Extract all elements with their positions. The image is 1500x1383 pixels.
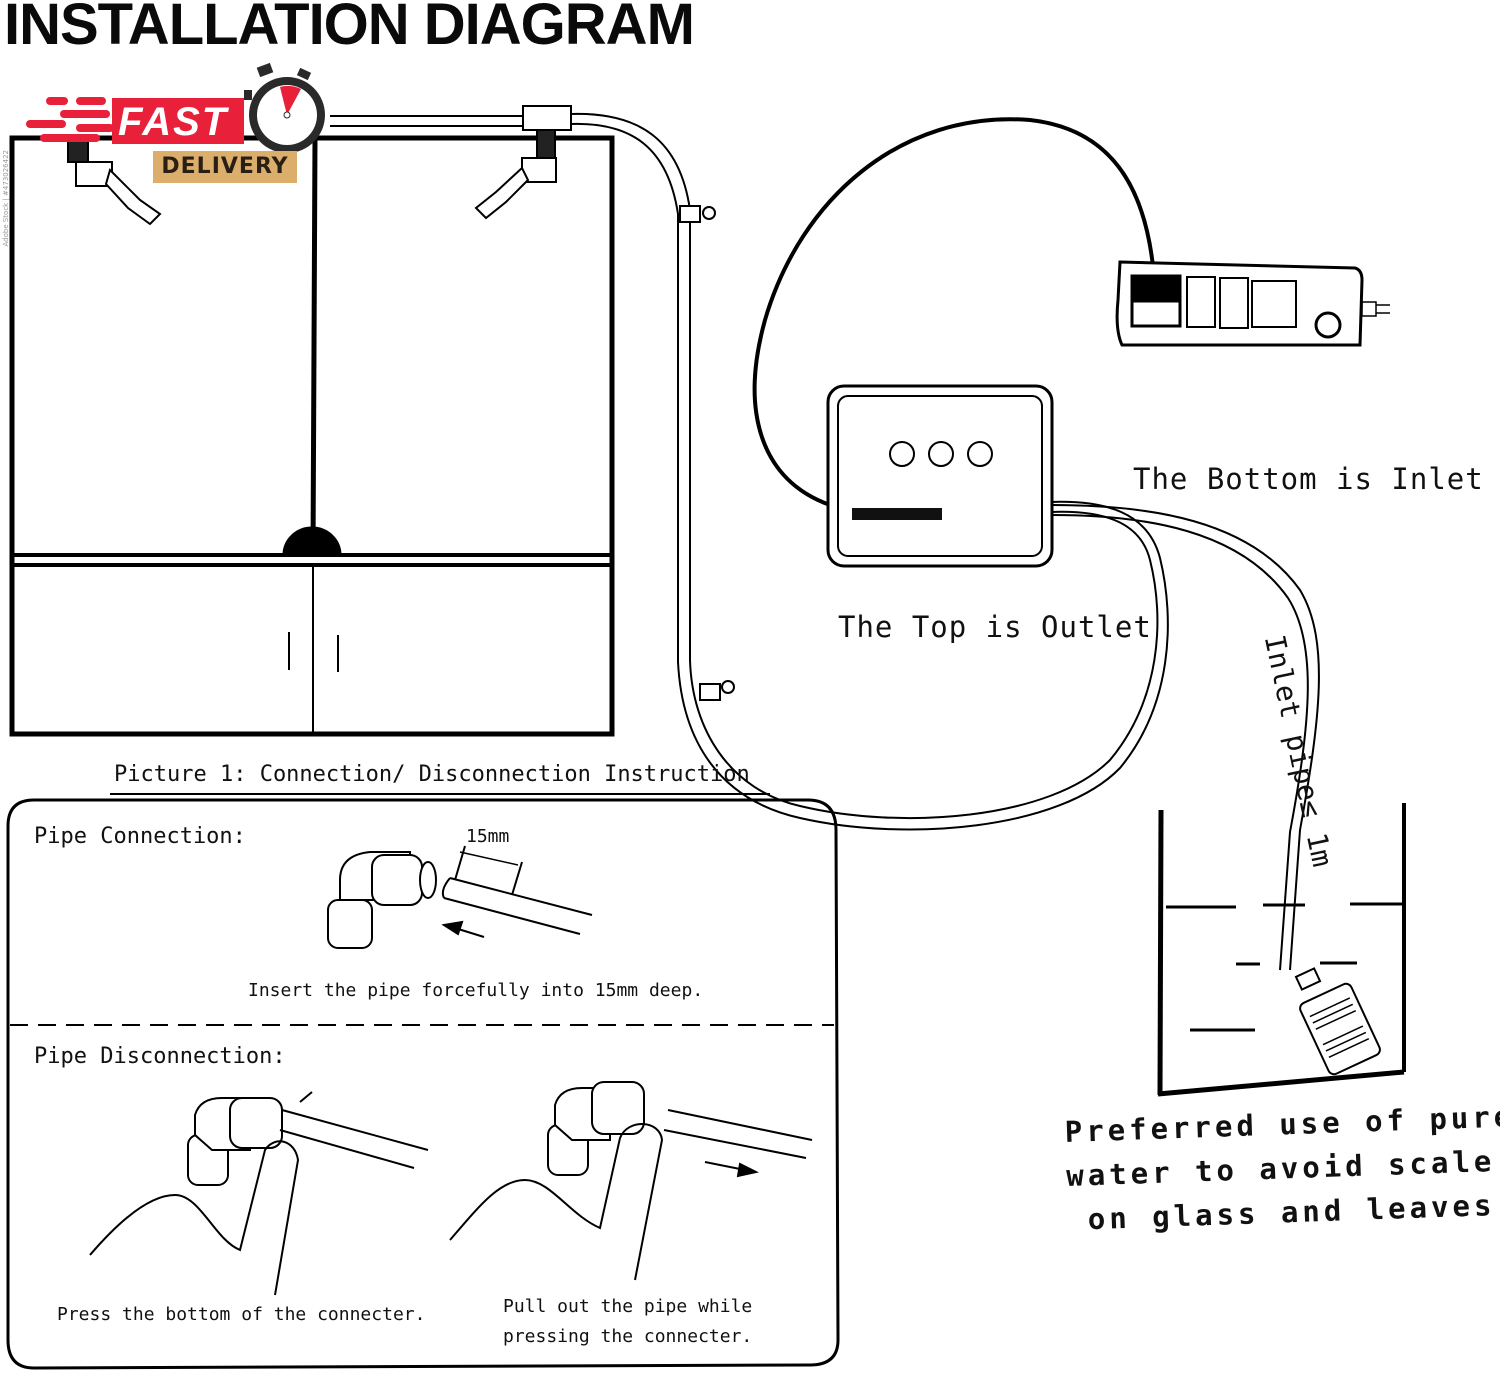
speed-lines (26, 97, 114, 142)
feed-pipe (330, 105, 1169, 831)
press-connector-illustration (89, 1091, 429, 1296)
pipe-disconnection-heading: Pipe Disconnection: (34, 1044, 286, 1069)
misting-nozzle-left (67, 139, 162, 226)
cabinet-notch (282, 526, 342, 556)
instruction-caption: Picture 1: Connection/ Disconnection Ins… (114, 762, 750, 787)
pure-water-note: Preferred use of pure water to avoid sca… (1064, 1094, 1500, 1242)
pull-pipe-illustration (449, 1081, 813, 1281)
disconnect-step-2-line-1: Pull out the pipe while (503, 1296, 753, 1317)
elbow-connector-illustration (327, 845, 593, 949)
pipe-connection-heading: Pipe Connection: (34, 824, 246, 849)
bottom-inlet-label: The Bottom is Inlet (1133, 462, 1484, 496)
dimension-15mm: 15mm (466, 826, 510, 847)
power-icon (928, 441, 954, 467)
inlet-filter (1294, 967, 1381, 1076)
mist-controller-box (826, 384, 1320, 971)
connection-instruction-text: Insert the pipe forcefully into 15mm dee… (248, 980, 704, 1001)
misting-nozzle-right (474, 129, 557, 220)
power-strip (752, 117, 1390, 507)
controller-brand-text (852, 508, 942, 520)
top-outlet-label: The Top is Outlet (838, 610, 1152, 644)
stopwatch-icon (244, 62, 325, 153)
disconnect-step-1: Press the bottom of the connecter. (57, 1304, 426, 1325)
delivery-badge-text: DELIVERY (153, 151, 297, 183)
fast-badge-text: FAST (118, 100, 229, 144)
fast-delivery-badge (26, 62, 325, 153)
disconnect-step-2-line-2: pressing the connecter. (503, 1326, 753, 1347)
mode-icon-left (889, 441, 915, 467)
page-title: INSTALLATION DIAGRAM (4, 0, 695, 57)
aquarium-cabinet (9, 135, 615, 737)
mode-icon-right (967, 441, 993, 467)
instruction-panel (6, 793, 840, 1370)
water-container (1157, 803, 1406, 1097)
